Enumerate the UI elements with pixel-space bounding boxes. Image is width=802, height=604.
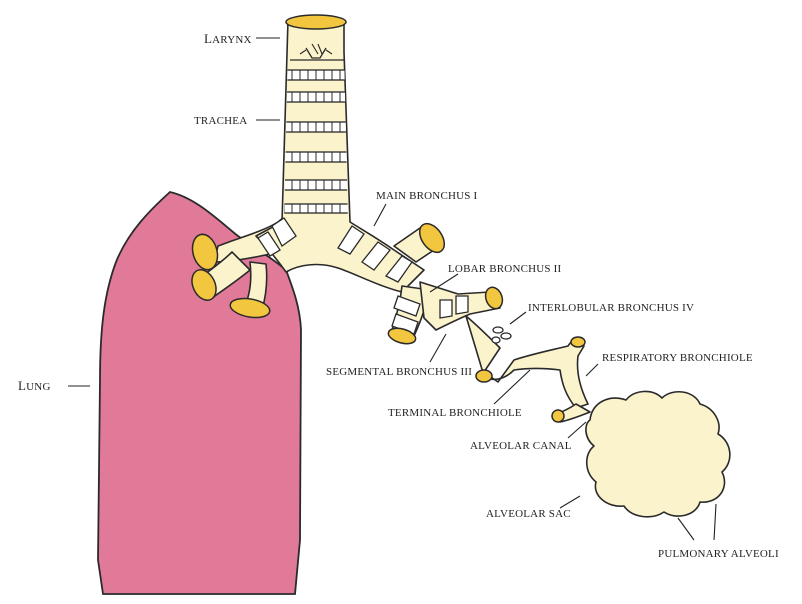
label-alveolar-canal: ALVEOLAR CANAL: [470, 440, 572, 452]
trachea-cartilage-rings: [284, 69, 348, 214]
bronchiole-opening: [570, 336, 586, 348]
left-bronchus-opening: [191, 233, 219, 271]
left-bronchus-opening: [229, 297, 271, 319]
larynx-opening: [285, 14, 347, 30]
airway-tree: [191, 14, 731, 518]
bronchus-opening: [484, 286, 504, 310]
label-segmental-bronchus: SEGMENTAL BRONCHUS III: [326, 366, 472, 378]
bronchus-opening: [418, 222, 446, 254]
label-main-bronchus: MAIN BRONCHUS I: [376, 190, 478, 202]
label-lung: LUNG: [18, 378, 51, 393]
labels: LARYNX TRACHEA MAIN BRONCHUS I LOBAR BRO…: [18, 31, 779, 560]
alveolar-canal-opening: [551, 409, 565, 423]
label-pulmonary-alveoli: PULMONARY ALVEOLI: [658, 548, 779, 560]
bronchus-opening: [387, 327, 417, 345]
leader-lines: [68, 37, 717, 541]
bronchiole-opening: [475, 369, 493, 383]
left-bronchus-opening: [191, 269, 217, 301]
label-alveolar-sac: ALVEOLAR SAC: [486, 508, 571, 520]
label-lobar-bronchus: LOBAR BRONCHUS II: [448, 263, 562, 275]
label-trachea: TRACHEA: [194, 115, 247, 127]
label-interlobular-bronchus: INTERLOBULAR BRONCHUS IV: [528, 302, 694, 314]
bronchus-bands: [257, 217, 413, 283]
alveolar-sac: [585, 390, 731, 518]
label-larynx: LARYNX: [204, 31, 252, 46]
label-respiratory-bronchiole: RESPIRATORY BRONCHIOLE: [602, 352, 753, 364]
label-terminal-bronchiole: TERMINAL BRONCHIOLE: [388, 407, 522, 419]
